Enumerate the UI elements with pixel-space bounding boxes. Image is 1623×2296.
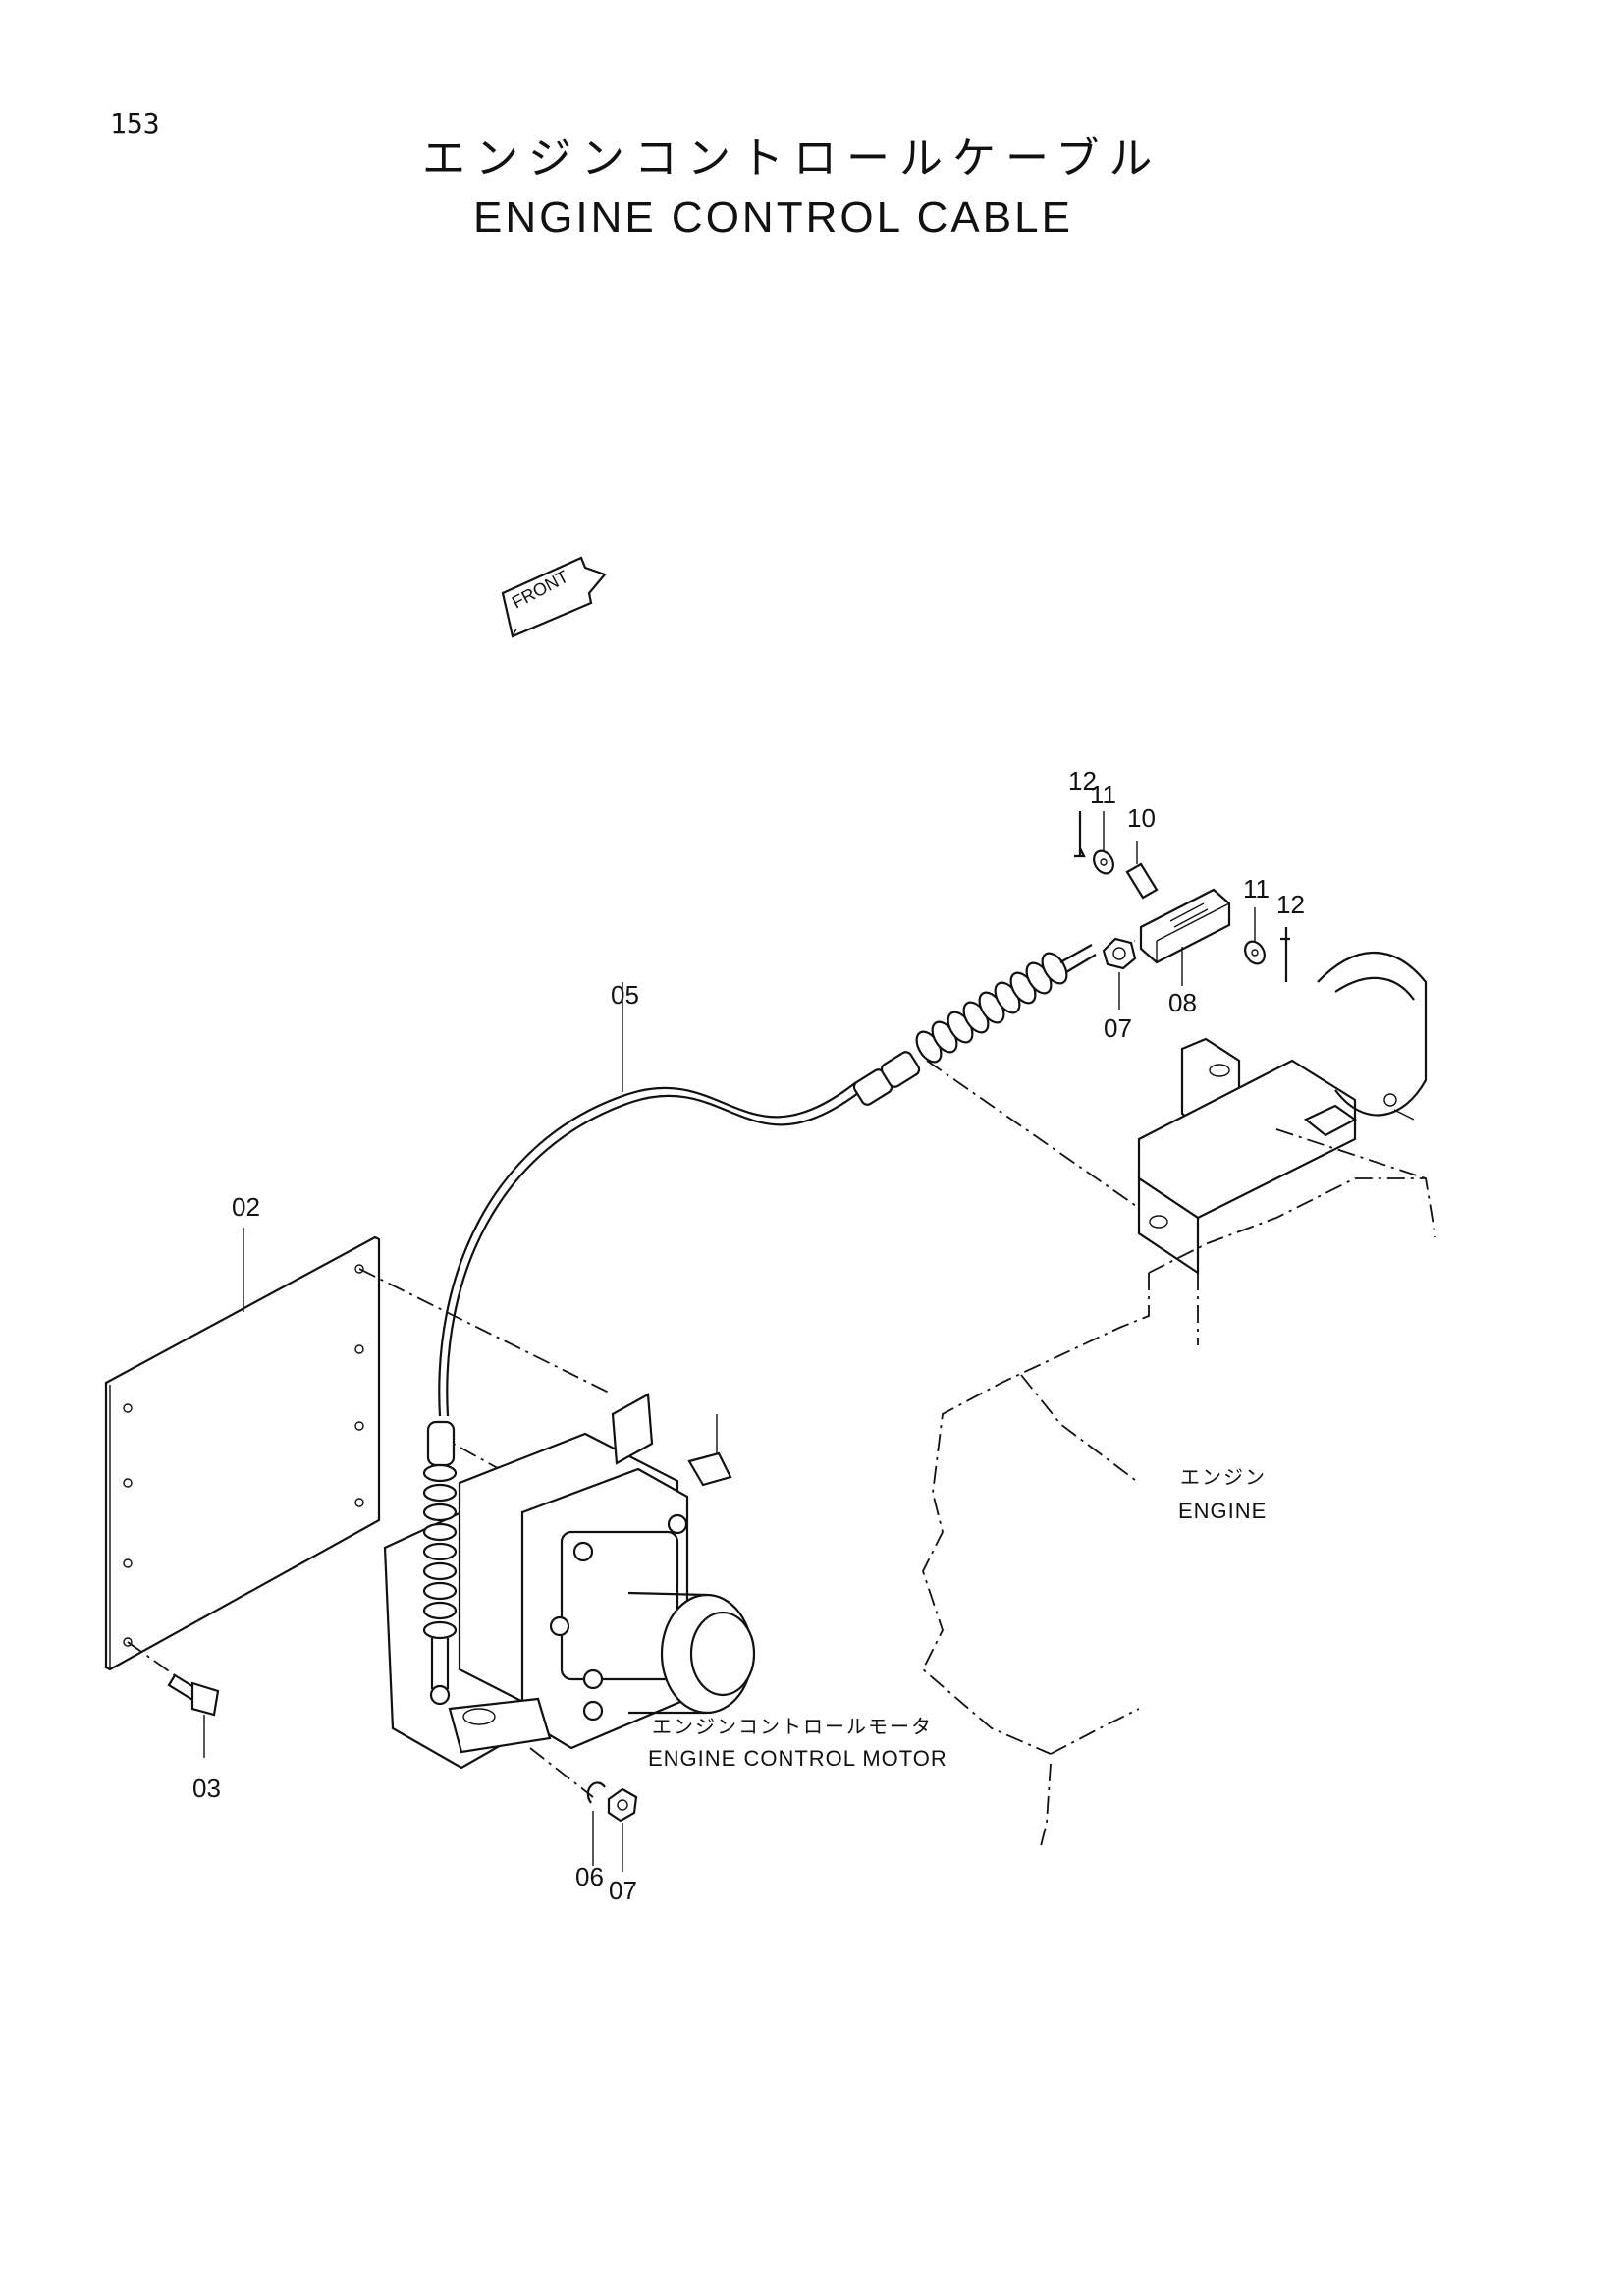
washer-11-right <box>1244 907 1266 965</box>
ref-07-lower: 07 <box>609 1876 637 1905</box>
motor-label-japanese: エンジンコントロールモータ <box>652 1715 933 1738</box>
ref-12-right: 12 <box>1276 890 1305 919</box>
cotter-pin-12-left <box>1074 811 1086 858</box>
ref-11-right: 11 <box>1243 874 1270 903</box>
ref-06: 06 <box>575 1862 604 1891</box>
nut-07-upper <box>1102 937 1137 1010</box>
nut-07-lower <box>607 1787 638 1872</box>
cotter-pin-12-right <box>1280 927 1290 982</box>
motor-label-english: ENGINE CONTROL MOTOR <box>648 1746 947 1771</box>
ref-05: 05 <box>611 980 639 1010</box>
yoke-joint-08 <box>1139 888 1231 986</box>
front-arrow-icon <box>501 556 607 638</box>
ref-08: 08 <box>1168 988 1197 1017</box>
cover-plate-02 <box>104 1228 381 1671</box>
control-cable-05 <box>422 944 1097 1706</box>
ref-10: 10 <box>1127 803 1156 833</box>
ref-03: 03 <box>192 1774 221 1803</box>
washer-11-left <box>1093 811 1114 875</box>
ref-12-left: 12 <box>1068 766 1097 795</box>
engine-control-motor <box>383 1393 756 1770</box>
engine-label-japanese: エンジン <box>1180 1465 1267 1489</box>
clip-06 <box>586 1781 606 1866</box>
title-english: ENGINE CONTROL CABLE <box>473 193 1073 242</box>
pin-10 <box>1125 841 1159 900</box>
title-japanese: エンジンコントロールケーブル <box>422 134 1163 184</box>
engine-label-english: ENGINE <box>1178 1499 1268 1523</box>
page-number: 153 <box>110 107 160 139</box>
ref-07-upper: 07 <box>1104 1013 1132 1043</box>
engine-outline <box>921 1128 1436 1847</box>
ref-02: 02 <box>232 1192 260 1222</box>
bolt-03 <box>127 1641 220 1758</box>
ref-11-left: 11 <box>1090 780 1116 809</box>
